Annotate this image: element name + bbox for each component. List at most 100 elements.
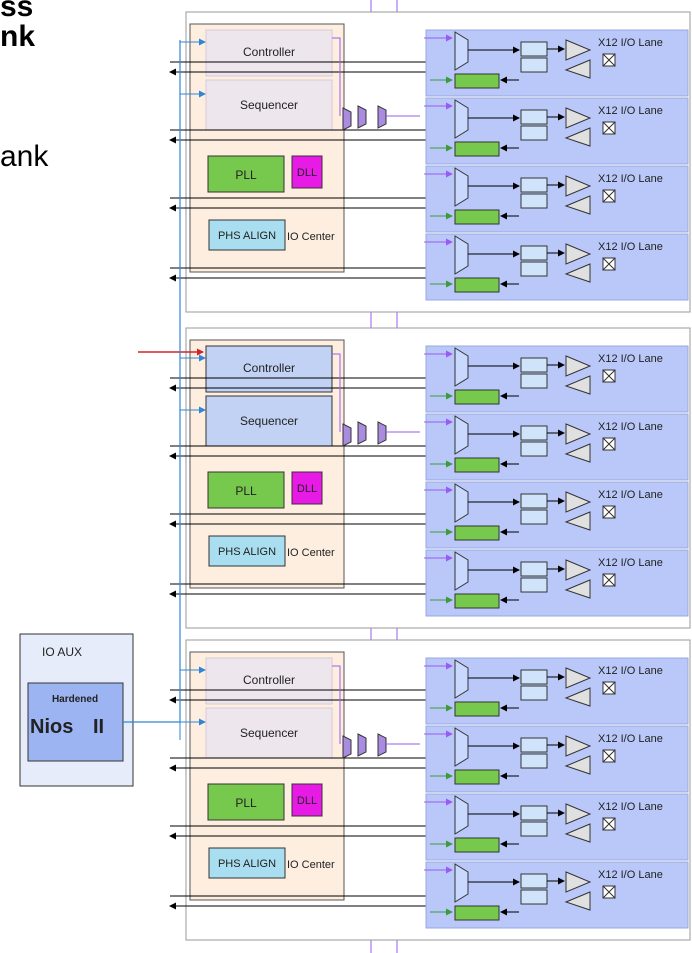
input-buffer bbox=[520, 261, 548, 277]
io-pad-x bbox=[602, 505, 616, 519]
lane-mux bbox=[454, 727, 469, 767]
io-pad-x bbox=[602, 369, 616, 383]
lane-mux bbox=[454, 99, 469, 139]
dll-block bbox=[291, 155, 323, 189]
io-lane-label: X12 I/O Lane bbox=[598, 869, 663, 881]
output-driver bbox=[565, 175, 592, 197]
lane-register bbox=[454, 209, 500, 225]
lane-mux bbox=[454, 483, 469, 523]
controller-block bbox=[205, 345, 333, 393]
pll-block bbox=[207, 155, 285, 193]
lane-mux bbox=[454, 347, 469, 387]
io-pad-x bbox=[602, 817, 616, 831]
sequencer-block bbox=[205, 395, 333, 447]
lane-register bbox=[454, 73, 500, 89]
io-pad-x bbox=[602, 53, 616, 67]
input-buffer bbox=[520, 889, 548, 905]
output-buffer bbox=[520, 805, 548, 821]
input-driver bbox=[564, 127, 591, 147]
phs-align-label: PHS ALIGN bbox=[218, 546, 276, 558]
lane-mux bbox=[454, 795, 469, 835]
input-buffer bbox=[520, 193, 548, 209]
input-driver bbox=[564, 263, 591, 283]
io-lane-label: X12 I/O Lane bbox=[598, 37, 663, 49]
io-lane-label: X12 I/O Lane bbox=[598, 105, 663, 117]
lane-register bbox=[454, 525, 500, 541]
mux-stage-2 bbox=[357, 733, 367, 757]
output-buffer bbox=[520, 669, 548, 685]
lane-register bbox=[454, 837, 500, 853]
dll-block bbox=[291, 471, 323, 505]
left-text-fragment: ank bbox=[0, 140, 49, 173]
io-pad-x bbox=[602, 189, 616, 203]
io-aux-title: IO AUX bbox=[42, 645, 82, 659]
lane-mux bbox=[454, 659, 469, 699]
output-driver bbox=[565, 559, 592, 581]
io-lane-label: X12 I/O Lane bbox=[598, 733, 663, 745]
hardened-label: Hardened bbox=[52, 694, 98, 705]
output-buffer bbox=[520, 493, 548, 509]
input-buffer bbox=[520, 125, 548, 141]
input-driver bbox=[564, 511, 591, 531]
purple-wire bbox=[332, 37, 341, 116]
output-buffer bbox=[520, 357, 548, 373]
controller-label: Controller bbox=[243, 45, 295, 59]
input-buffer bbox=[520, 509, 548, 525]
io-pad-x bbox=[602, 885, 616, 899]
output-driver bbox=[565, 107, 592, 129]
title-fragment-1: ss bbox=[0, 0, 34, 23]
dll-label: DLL bbox=[297, 795, 317, 807]
output-driver bbox=[565, 39, 592, 61]
controller-label: Controller bbox=[243, 673, 295, 687]
output-buffer bbox=[520, 873, 548, 889]
io-pad-x bbox=[602, 749, 616, 763]
io-pad-x bbox=[602, 681, 616, 695]
input-driver bbox=[564, 891, 591, 911]
output-driver bbox=[565, 871, 592, 893]
lane-mux bbox=[454, 551, 469, 591]
lane-register bbox=[454, 905, 500, 921]
sequencer-block bbox=[205, 707, 333, 759]
dll-label: DLL bbox=[297, 167, 317, 179]
output-buffer bbox=[520, 425, 548, 441]
io-pad-x bbox=[602, 437, 616, 451]
lane-mux bbox=[454, 235, 469, 275]
pll-label: PLL bbox=[235, 484, 257, 498]
input-driver bbox=[564, 579, 591, 599]
controller-label: Controller bbox=[243, 361, 295, 375]
sequencer-label: Sequencer bbox=[240, 98, 298, 112]
controller-block bbox=[205, 657, 333, 705]
input-buffer bbox=[520, 577, 548, 593]
lane-register bbox=[454, 141, 500, 157]
nios-number: II bbox=[93, 716, 104, 738]
pll-block bbox=[207, 783, 285, 821]
output-buffer bbox=[520, 41, 548, 57]
output-driver bbox=[565, 491, 592, 513]
io-lane-label: X12 I/O Lane bbox=[598, 421, 663, 433]
lane-register bbox=[454, 457, 500, 473]
lane-register bbox=[454, 389, 500, 405]
lane-mux bbox=[454, 167, 469, 207]
sequencer-block bbox=[205, 79, 333, 131]
pll-label: PLL bbox=[235, 168, 257, 182]
output-buffer bbox=[520, 177, 548, 193]
output-driver bbox=[565, 423, 592, 445]
mux-stage-2 bbox=[357, 421, 367, 445]
input-buffer bbox=[520, 441, 548, 457]
mux-stage-1 bbox=[342, 107, 352, 131]
input-driver bbox=[564, 375, 591, 395]
mux-stage-2 bbox=[357, 105, 367, 129]
purple-wire bbox=[332, 665, 341, 744]
lane-mux bbox=[454, 415, 469, 455]
io-pad-x bbox=[602, 573, 616, 587]
sequencer-label: Sequencer bbox=[240, 726, 298, 740]
output-buffer bbox=[520, 109, 548, 125]
phs-align-label: PHS ALIGN bbox=[218, 230, 276, 242]
phs-align-block bbox=[208, 535, 286, 567]
output-driver bbox=[565, 735, 592, 757]
controller-block bbox=[205, 29, 333, 77]
io-lane-label: X12 I/O Lane bbox=[598, 801, 663, 813]
dll-block bbox=[291, 783, 323, 817]
input-driver bbox=[564, 823, 591, 843]
